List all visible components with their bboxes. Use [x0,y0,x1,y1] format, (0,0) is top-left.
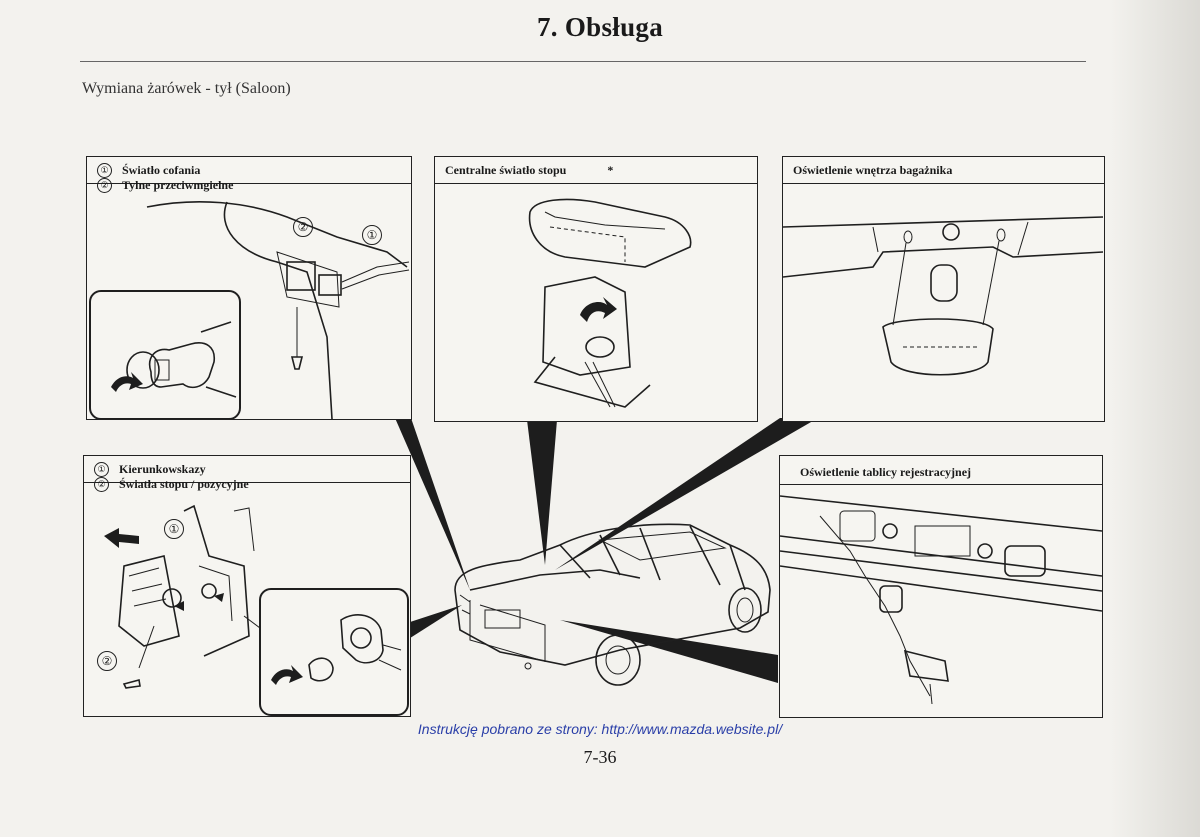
pointer-wedge-reverse [395,418,470,590]
callout-2: ② [97,651,127,671]
legend-number: ② [94,476,109,492]
panel-plate-light: Oświetlenie tablicy rejestracyjnej [779,455,1103,718]
panel-plate-title: Oświetlenie tablicy rejestracyjnej [800,465,972,479]
pointer-wedge-turn [407,605,462,640]
page-title: 7. Obsługa [536,12,664,42]
legend-number: ① [97,162,112,178]
legend-item: ② Tylne przeciwmgielne [97,177,234,193]
panel-turn-signals: ① Kierunkowskazy ② Światła stopu / pozyc… [83,455,411,717]
legend-item: ① Kierunkowskazy [94,461,249,477]
legend-label: Tylne przeciwmgielne [122,177,234,192]
panel-turn-header: ① Kierunkowskazy ② Światła stopu / pozyc… [84,456,410,492]
legend-label: Światła stopu / pozycyjne [119,476,249,491]
inset-bulb-detail [89,290,241,419]
legend-item: ① Światło cofania [97,162,233,178]
title-rule [80,61,1086,62]
legend-label: Światło cofania [122,162,201,177]
center-stop-drawing [528,198,692,408]
pointer-wedge-center [527,420,557,565]
inset-socket-detail [259,588,409,716]
panel-reverse-header: ① Światło cofania ② Tylne przeciwmgielne [87,157,411,193]
panel-trunk-light: Oświetlenie wnętrza bagażnika [782,156,1105,422]
panel-center-title: Centralne światło stopu [445,163,567,177]
plate-light-drawing [780,495,1102,705]
legend-label: Kierunkowskazy [119,461,206,476]
legend-item: ② Światła stopu / pozycyjne [94,476,249,492]
pointer-wedge-trunk [555,418,818,570]
panel-trunk-title: Oświetlenie wnętrza bagażnika [793,163,953,177]
panel-trunk-header: Oświetlenie wnętrza bagażnika [783,157,1104,184]
trunk-light-drawing [783,216,1104,376]
source-link[interactable]: Instrukcję pobrano ze strony: http://www… [417,721,783,737]
page-edge-shadow [1110,0,1200,837]
callout-1: ① [362,225,392,245]
panel-center-header: Centralne światło stopu * [435,157,757,184]
callout-2: ② [293,217,323,237]
legend-number: ② [97,177,112,193]
socket-twist-icon [271,614,402,685]
panel-center-stop: Centralne światło stopu * [434,156,758,422]
callout-1: ① [164,519,194,539]
panel-reverse-fog: ① Światło cofania ② Tylne przeciwmgielne… [86,156,412,420]
availability-marker: * [607,163,614,177]
panel-plate-header: Oświetlenie tablicy rejestracyjnej [780,456,1102,485]
bulb-socket-icon [111,321,237,398]
pointer-wedge-plate [560,620,778,683]
turn-signals-drawing [104,504,325,689]
legend-number: ① [94,461,109,477]
section-subtitle: Wymiana żarówek - tył (Saloon) [82,80,291,97]
page-number: 7-36 [583,747,617,767]
